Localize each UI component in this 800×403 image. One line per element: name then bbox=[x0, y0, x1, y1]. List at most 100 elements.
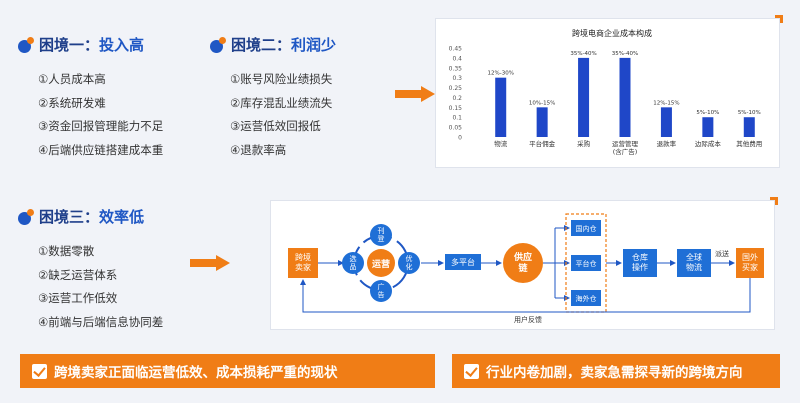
list-item: ②缺乏运营体系 bbox=[38, 267, 118, 282]
dilemma1-list: ①人员成本高 ②系统研发难 ③资金回报管理能力不足 ④后端供应链搭建成本重 bbox=[38, 68, 163, 162]
buyer-label: 国外买家 bbox=[742, 252, 758, 272]
warehouse-domestic bbox=[571, 220, 601, 236]
bar bbox=[702, 117, 714, 137]
list-item: ①人员成本高 bbox=[38, 72, 106, 86]
supply-chain-node bbox=[503, 243, 543, 283]
warehouse-overseas bbox=[571, 290, 601, 306]
dilemma-icon bbox=[18, 208, 34, 225]
bar bbox=[619, 57, 631, 138]
global-logistics-label: 全球物流 bbox=[686, 252, 702, 272]
dilemma2-title: 困境二：利润少 bbox=[210, 34, 336, 55]
list-item: ②系统研发难 bbox=[38, 95, 106, 110]
cost-chart: 跨境电商企业成本构成 0 0.05 0.1 0.15 0.2 0.25 0.3 0.35 0.4… bbox=[449, 28, 763, 156]
list-item: ③资金回报管理能力不足 bbox=[38, 119, 164, 133]
y-tick-label: 0.45 bbox=[449, 46, 463, 53]
ring-node-ads bbox=[370, 280, 392, 302]
banner-left-text: 跨境卖家正面临运营低效、成本损耗严重的现状 bbox=[54, 365, 338, 381]
dilemma2-prefix: 困境二： bbox=[231, 36, 292, 54]
data-label: 35%-40% bbox=[612, 51, 638, 57]
ring-node-label: 刊登 bbox=[378, 227, 385, 243]
y-tick-label: 0.25 bbox=[449, 85, 463, 92]
warehouse-ops-box bbox=[623, 249, 657, 277]
y-tick-label: 0.4 bbox=[452, 55, 462, 62]
ring-node-publish bbox=[370, 224, 392, 246]
banner-right-text: 行业内卷加剧，卖家急需探寻新的跨境方向 bbox=[486, 365, 743, 381]
dilemma3-title: 困境三：效率低 bbox=[18, 206, 144, 227]
y-tick-label: 0.05 bbox=[449, 125, 463, 132]
x-tick-label: 物流 bbox=[494, 139, 508, 148]
bar bbox=[743, 117, 755, 137]
data-label: 5%-10% bbox=[696, 110, 719, 116]
list-item: ④后端供应链搭建成本重 bbox=[38, 142, 164, 157]
buyer-box bbox=[736, 248, 764, 278]
checkbox-icon bbox=[464, 363, 479, 379]
dilemma1-keyword: 投入高 bbox=[99, 36, 145, 54]
bar bbox=[536, 107, 548, 137]
x-tick-label: 运营管理(含广告) bbox=[612, 139, 639, 156]
list-item: ③运营工作低效 bbox=[38, 291, 118, 305]
operation-center-label: 运营 bbox=[372, 258, 390, 270]
data-label: 12%-30% bbox=[487, 71, 513, 77]
y-tick-label: 0.3 bbox=[452, 75, 462, 82]
ring-node-selection bbox=[342, 252, 364, 274]
delivery-label: 派送 bbox=[715, 249, 729, 258]
banner-right: 行业内卷加剧，卖家急需探寻新的跨境方向 bbox=[452, 354, 780, 388]
ring-node-label: 广告 bbox=[378, 282, 385, 299]
x-tick-label: 退款率 bbox=[657, 139, 677, 148]
list-item: ①数据零散 bbox=[38, 244, 95, 258]
operation-flow-diagram: 跨境卖家 运营 刊登 优化 广告 选品 多平台 供应链 国内仓 平台仓 海外仓 … bbox=[288, 213, 764, 324]
data-label: 10%-15% bbox=[529, 100, 555, 106]
y-tick-label: 0.2 bbox=[452, 95, 462, 102]
x-tick-label: 边际成本 bbox=[695, 139, 722, 148]
dilemma2-keyword: 利润少 bbox=[291, 36, 337, 54]
operation-center bbox=[367, 249, 395, 277]
dilemma-icon bbox=[210, 36, 226, 53]
warehouse-ops-label: 仓库操作 bbox=[632, 252, 648, 272]
cost-chart-panel bbox=[435, 18, 780, 168]
warehouse-label: 海外仓 bbox=[576, 294, 597, 303]
y-tick-label: 0 bbox=[458, 135, 462, 142]
dilemma3-keyword: 效率低 bbox=[99, 208, 145, 226]
list-item: ④退款率高 bbox=[230, 142, 287, 157]
feedback-loop bbox=[300, 278, 751, 313]
x-tick-label: 平台佣金 bbox=[529, 139, 556, 148]
dilemma3-list: ①数据零散 ②缺乏运营体系 ③运营工作低效 ④前端与后端信息协同差 bbox=[38, 240, 163, 334]
ring-node-label: 优化 bbox=[406, 254, 413, 271]
y-tick-label: 0.35 bbox=[449, 65, 463, 72]
dilemma3-prefix: 困境三： bbox=[39, 208, 100, 226]
arrow-right-icon bbox=[190, 255, 230, 271]
list-item: ③运营低效回报低 bbox=[230, 119, 321, 133]
warehouse-platform bbox=[571, 255, 601, 271]
seller-label: 跨境卖家 bbox=[295, 252, 311, 272]
list-item: ④前端与后端信息协同差 bbox=[38, 314, 164, 329]
dilemma-icon bbox=[18, 36, 34, 53]
ring-node-label: 选品 bbox=[350, 254, 357, 271]
arrow-right-icon bbox=[395, 86, 435, 102]
global-logistics-box bbox=[677, 249, 711, 277]
data-label: 35%-40% bbox=[570, 51, 596, 57]
y-tick-label: 0.15 bbox=[449, 105, 463, 112]
feedback-label: 用户反馈 bbox=[514, 315, 542, 324]
warehouse-label: 平台仓 bbox=[576, 259, 597, 268]
data-label: 12%-15% bbox=[653, 100, 679, 106]
multi-platform-label: 多平台 bbox=[451, 257, 475, 267]
banner-left: 跨境卖家正面临运营低效、成本损耗严重的现状 bbox=[20, 354, 435, 388]
x-tick-label: 其他费用 bbox=[736, 139, 762, 148]
chart-title: 跨境电商企业成本构成 bbox=[572, 28, 652, 38]
seller-box bbox=[288, 248, 318, 278]
panel-corner-decoration bbox=[775, 15, 783, 23]
warehouse-label: 国内仓 bbox=[576, 224, 597, 233]
x-tick-label: 采购 bbox=[577, 139, 591, 148]
list-item: ②库存混乱业绩流失 bbox=[230, 95, 333, 110]
checkbox-icon bbox=[32, 363, 47, 379]
dilemma2-list: ①账号风险业绩损失 ②库存混乱业绩流失 ③运营低效回报低 ④退款率高 bbox=[230, 68, 332, 162]
multi-platform-box bbox=[445, 254, 481, 270]
bar bbox=[578, 57, 590, 138]
y-tick-label: 0.1 bbox=[452, 115, 462, 122]
supply-chain-label: 供应链 bbox=[513, 251, 532, 274]
dilemma1-prefix: 困境一： bbox=[39, 36, 100, 54]
data-label: 5%-10% bbox=[738, 110, 761, 116]
list-item: ①账号风险业绩损失 bbox=[230, 72, 333, 86]
panel-corner-decoration bbox=[770, 197, 778, 205]
dilemma1-title: 困境一：投入高 bbox=[18, 34, 144, 55]
